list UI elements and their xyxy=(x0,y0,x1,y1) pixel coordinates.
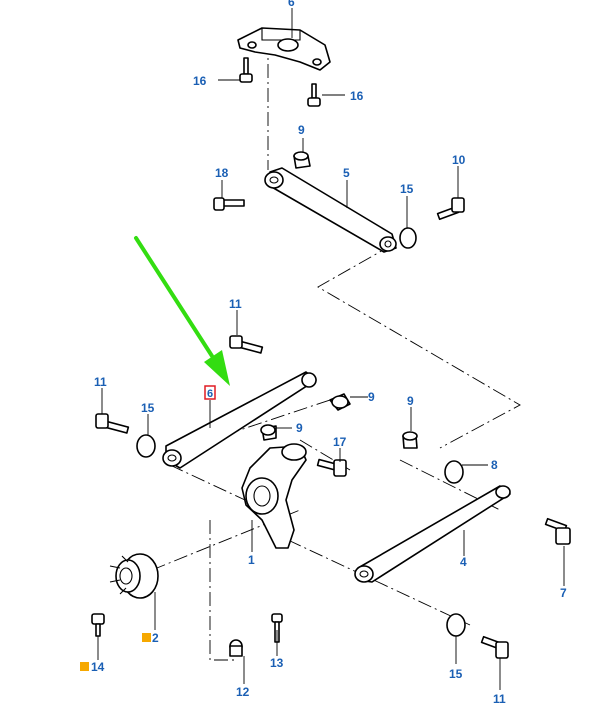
callout-8: 8 xyxy=(491,458,498,472)
marker-square-2 xyxy=(142,633,151,642)
nut-9-right xyxy=(402,431,418,449)
nut-9-top xyxy=(293,151,311,169)
bolt-16-right xyxy=(307,83,321,107)
washer-15-lower xyxy=(446,613,466,637)
nut-9-mid xyxy=(329,393,351,411)
assembly-centerlines xyxy=(151,40,521,661)
callout-15-left: 15 xyxy=(141,401,155,415)
callout-11-left: 11 xyxy=(94,375,107,389)
upper-arm-5 xyxy=(264,167,397,253)
callout-2: 2 xyxy=(152,631,159,645)
marker-square-14 xyxy=(80,662,89,671)
callout-16-left: 16 xyxy=(193,74,207,88)
lower-arm-6 xyxy=(162,371,317,469)
callout-10: 10 xyxy=(452,153,466,167)
callout-9-knuckle: 9 xyxy=(296,421,303,435)
bolt-18 xyxy=(213,197,245,211)
callout-13: 13 xyxy=(270,656,284,670)
nut-9-knuckle xyxy=(260,424,277,441)
callout-15-lower: 15 xyxy=(449,667,463,681)
callout-4: 4 xyxy=(460,555,467,569)
callout-6-top: 6 xyxy=(288,0,295,9)
knuckle-1 xyxy=(241,443,307,549)
wheel-hub-2 xyxy=(109,553,159,599)
lower-arm-4 xyxy=(354,485,511,583)
callout-15-upper: 15 xyxy=(400,182,414,196)
bolt-16-left xyxy=(239,57,253,83)
callout-6-highlighted: 6 xyxy=(207,388,213,400)
callout-16-right: 16 xyxy=(350,89,364,103)
callout-12: 12 xyxy=(236,685,250,699)
upper-mount-bracket xyxy=(237,27,331,71)
washer-15-upper xyxy=(399,227,417,249)
callout-1: 1 xyxy=(248,553,255,567)
callout-17: 17 xyxy=(333,435,347,449)
callout-9-top: 9 xyxy=(298,123,305,137)
washer-8 xyxy=(444,460,464,484)
callout-7: 7 xyxy=(560,586,567,600)
green-pointer-arrow xyxy=(134,236,230,386)
highlight-box-6 xyxy=(204,385,216,400)
bolt-14 xyxy=(91,613,105,637)
bolt-11-middle xyxy=(229,335,264,354)
callout-9-right: 9 xyxy=(407,394,414,408)
callout-9-mid: 9 xyxy=(368,390,375,404)
bolt-11-lower xyxy=(480,635,509,659)
callout-14: 14 xyxy=(91,660,105,674)
bolt-10 xyxy=(436,197,465,221)
part-12 xyxy=(229,639,243,657)
callout-18: 18 xyxy=(215,166,229,180)
callout-11-lower: 11 xyxy=(493,692,506,706)
callout-5: 5 xyxy=(343,166,350,180)
bolt-17 xyxy=(316,458,347,477)
bolt-7 xyxy=(544,517,571,545)
callout-11-middle: 11 xyxy=(229,297,242,311)
washer-15-left xyxy=(136,434,156,458)
bolt-11-left xyxy=(95,413,130,434)
